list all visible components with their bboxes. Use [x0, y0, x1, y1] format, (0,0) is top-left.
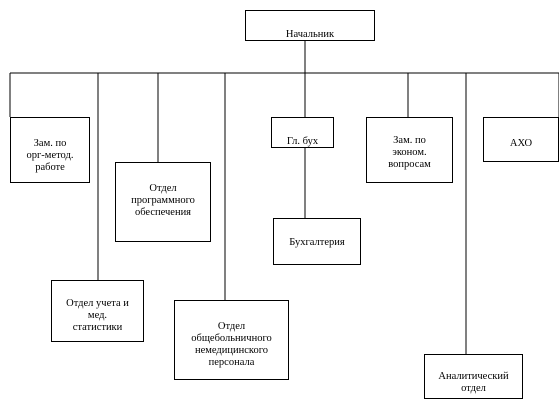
chief-accountant-label: Гл. бух: [286, 136, 319, 147]
head-box: Начальник: [245, 10, 375, 41]
stats-dept-label: Отдел учета и мед. статистики: [66, 298, 129, 333]
analytics-dept-box: Аналитический отдел: [424, 354, 523, 399]
deputy-method-label: Зам. по орг-метод. работе: [26, 138, 74, 173]
axo-box: АХО: [483, 117, 559, 162]
software-dept-label: Отдел программного обеспечения: [131, 183, 195, 218]
deputy-economy-label: Зам. по эконом. вопросам: [388, 135, 431, 170]
stats-dept-box: Отдел учета и мед. статистики: [51, 280, 144, 342]
nonmedical-dept-box: Отдел общебольничного немедицинского пер…: [174, 300, 289, 380]
nonmedical-dept-label: Отдел общебольничного немедицинского пер…: [191, 321, 272, 368]
accounting-box: Бухгалтерия: [273, 218, 361, 265]
deputy-method-box: Зам. по орг-метод. работе: [10, 117, 90, 183]
deputy-economy-box: Зам. по эконом. вопросам: [366, 117, 453, 183]
accounting-label: Бухгалтерия: [289, 237, 345, 248]
chief-accountant-box: Гл. бух: [271, 117, 334, 148]
axo-label: АХО: [509, 138, 533, 149]
software-dept-box: Отдел программного обеспечения: [115, 162, 211, 242]
head-label: Начальник: [285, 29, 335, 40]
analytics-dept-label: Аналитический отдел: [438, 371, 509, 394]
